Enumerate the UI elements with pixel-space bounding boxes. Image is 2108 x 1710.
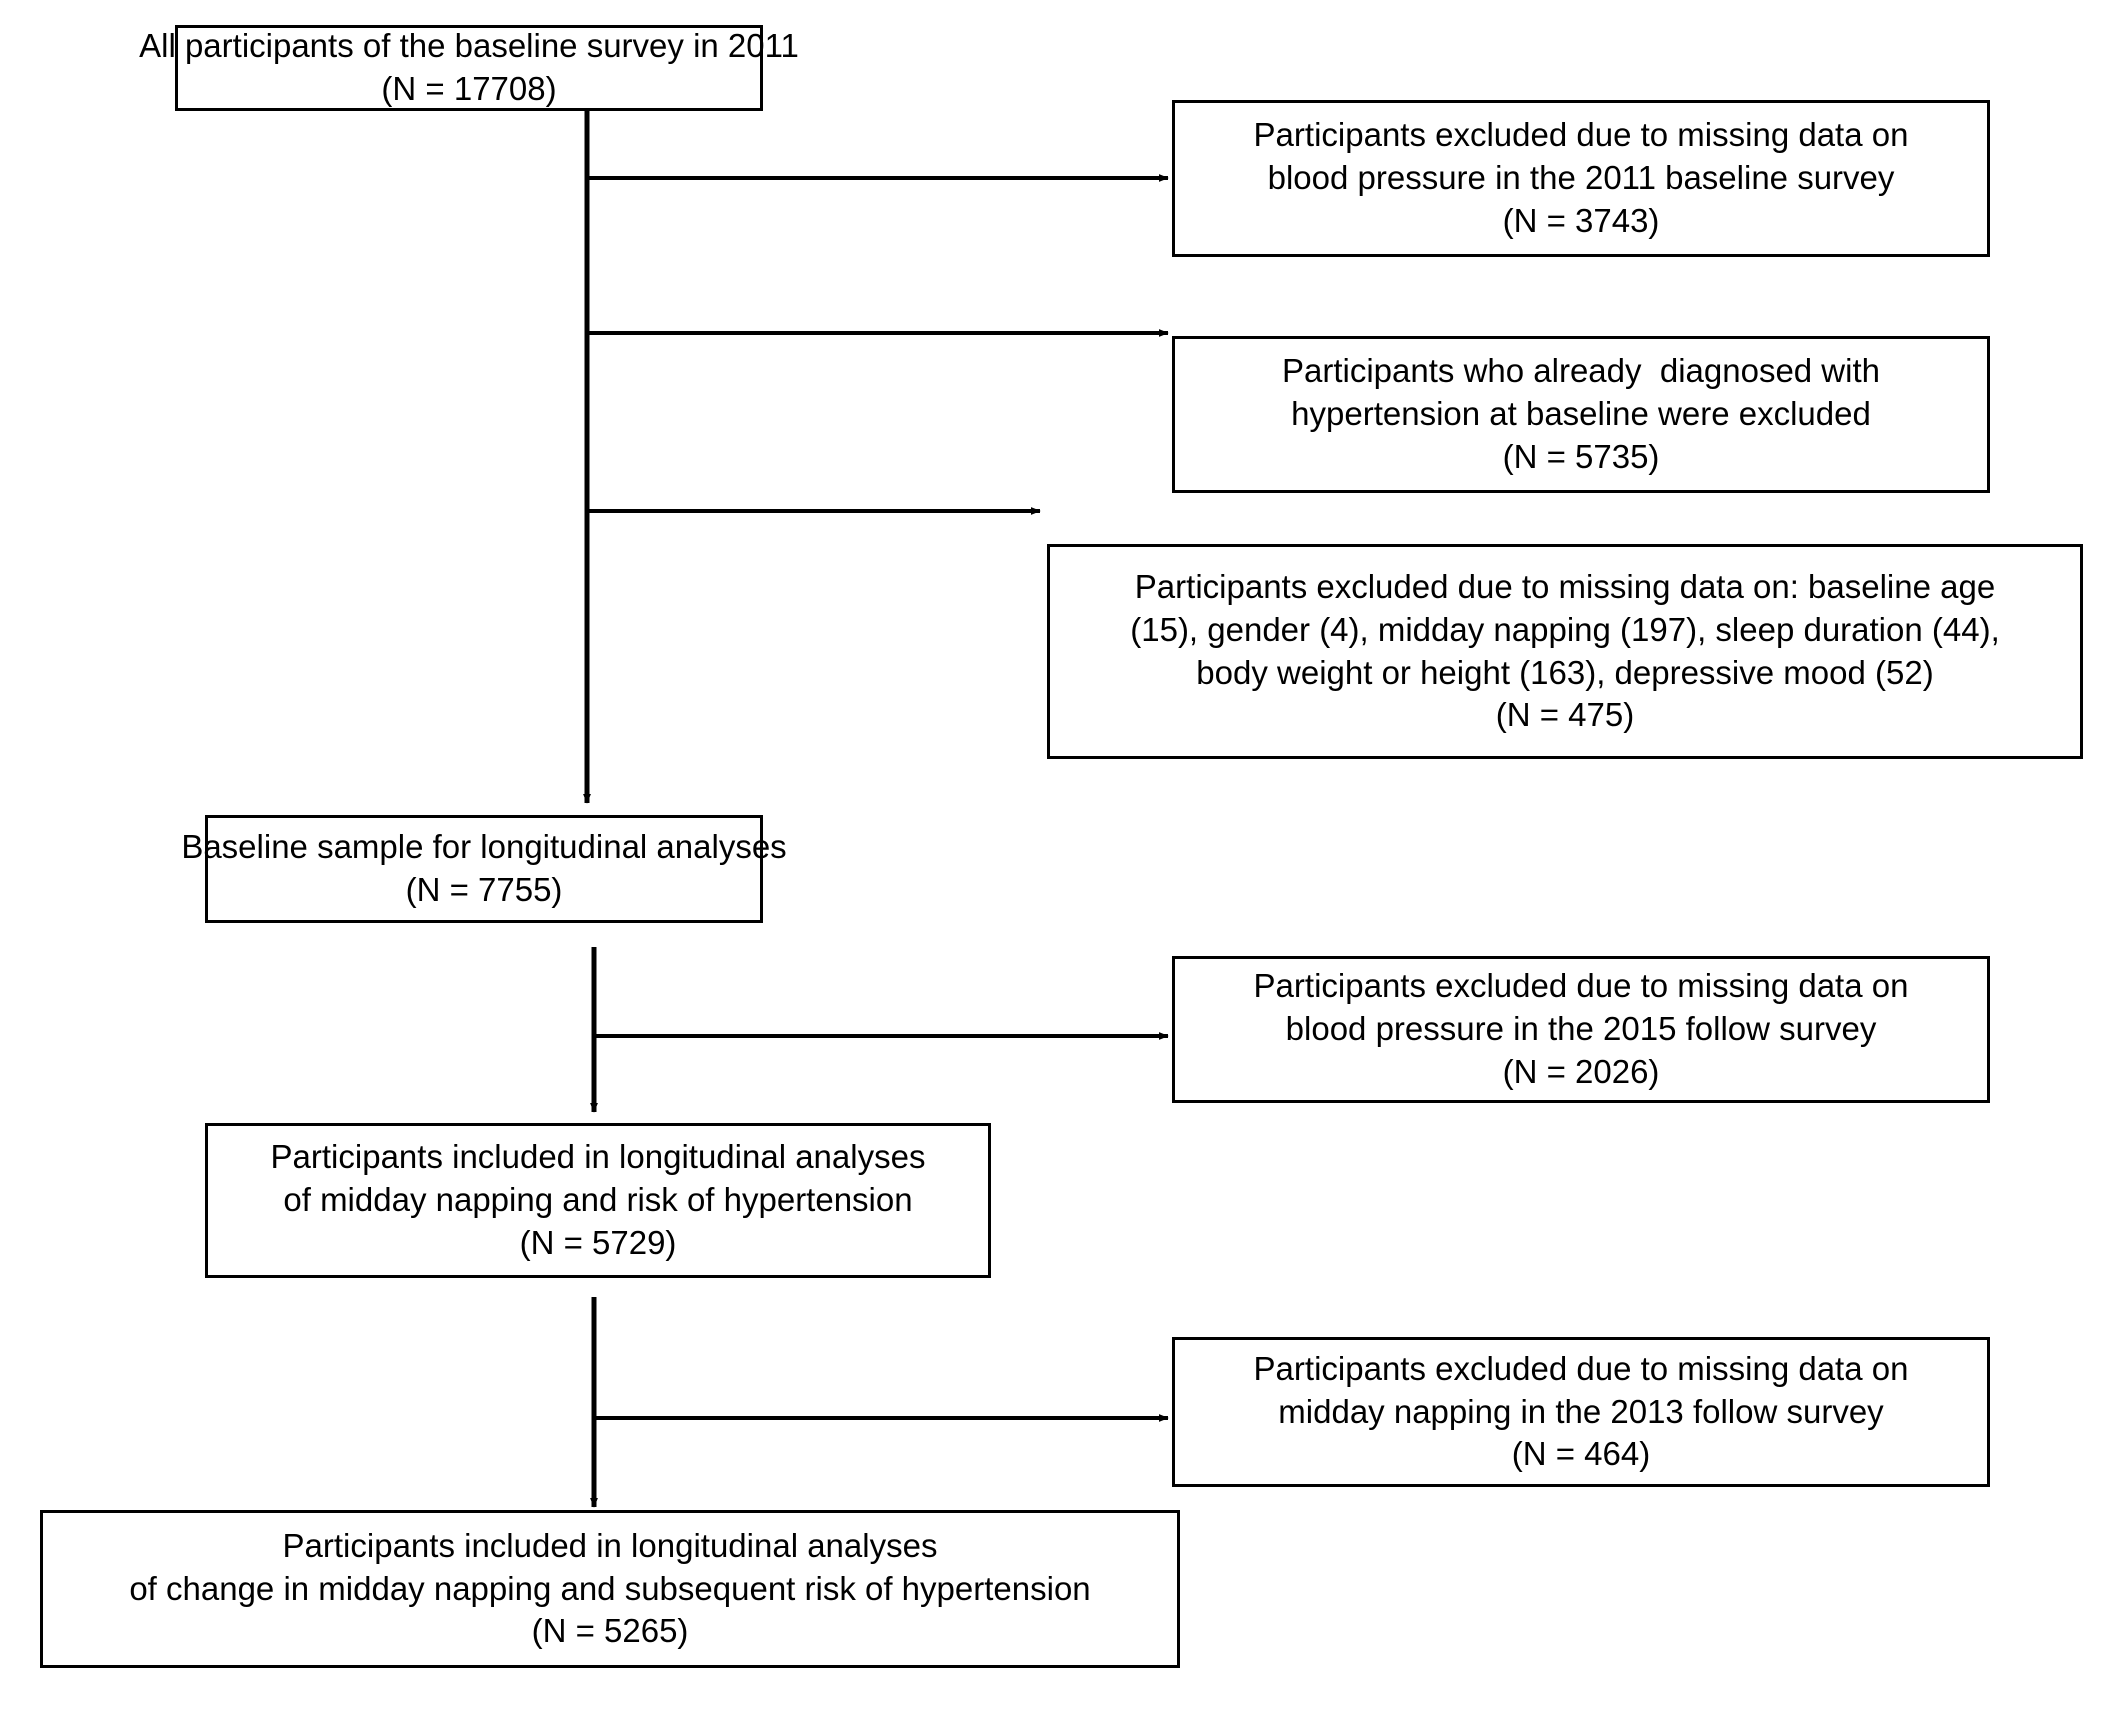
included-change-napping-count: (N = 5265) xyxy=(531,1612,689,1650)
baseline-sample-line-1: Baseline sample for longitudinal analyse… xyxy=(181,828,787,866)
excluded-covariates-line-2: (15), gender (4), midday napping (197), … xyxy=(1130,610,2000,648)
baseline-survey-line-1: All participants of the baseline survey … xyxy=(139,27,799,65)
excluded-napping-2013-count: (N = 464) xyxy=(1511,1435,1651,1473)
included-change-napping-box: Participants included in longitudinal an… xyxy=(40,1510,1180,1668)
excluded-hypertension-line-1: Participants who already diagnosed with xyxy=(1281,352,1880,390)
excluded-bp-2015-box: Participants excluded due to missing dat… xyxy=(1172,956,1990,1103)
excluded-hypertension-count: (N = 5735) xyxy=(1502,437,1660,475)
baseline-sample-count: (N = 7755) xyxy=(405,871,563,908)
excluded-bp-2011-line-1: Participants excluded due to missing dat… xyxy=(1253,116,1909,154)
excluded-napping-2013-box: Participants excluded due to missing dat… xyxy=(1172,1337,1990,1487)
included-napping-box: Participants included in longitudinal an… xyxy=(205,1123,991,1278)
included-napping-count: (N = 5729) xyxy=(519,1223,677,1261)
excluded-hypertension-box: Participants who already diagnosed with … xyxy=(1172,336,1990,493)
baseline-sample-box: Baseline sample for longitudinal analyse… xyxy=(181,815,787,923)
excluded-bp-2015-count: (N = 2026) xyxy=(1502,1052,1660,1090)
excluded-covariates-line-3: body weight or height (163), depressive … xyxy=(1196,653,1934,691)
excluded-napping-2013-line-1: Participants excluded due to missing dat… xyxy=(1253,1349,1909,1387)
baseline-survey-count: (N = 17708) xyxy=(381,70,557,107)
excluded-covariates-box: Participants excluded due to missing dat… xyxy=(1047,544,2083,759)
included-napping-line-2: of midday napping and risk of hypertensi… xyxy=(283,1181,913,1219)
excluded-bp-2015-line-1: Participants excluded due to missing dat… xyxy=(1253,967,1909,1005)
excluded-bp-2015-line-2: blood pressure in the 2015 follow survey xyxy=(1285,1010,1877,1048)
included-change-napping-line-2: of change in midday napping and subseque… xyxy=(129,1569,1091,1607)
included-napping-line-1: Participants included in longitudinal an… xyxy=(270,1138,926,1176)
excluded-bp-2011-line-2: blood pressure in the 2011 baseline surv… xyxy=(1267,159,1895,197)
excluded-bp-2011-count: (N = 3743) xyxy=(1502,201,1660,239)
included-change-napping-line-1: Participants included in longitudinal an… xyxy=(282,1526,938,1564)
excluded-hypertension-line-2: hypertension at baseline were excluded xyxy=(1291,395,1871,433)
excluded-napping-2013-line-2: midday napping in the 2013 follow survey xyxy=(1278,1392,1884,1430)
excluded-bp-2011-box: Participants excluded due to missing dat… xyxy=(1172,100,1990,257)
baseline-survey-box: All participants of the baseline survey … xyxy=(139,25,799,111)
excluded-covariates-line-1: Participants excluded due to missing dat… xyxy=(1134,567,1996,605)
excluded-covariates-count: (N = 475) xyxy=(1495,696,1635,734)
